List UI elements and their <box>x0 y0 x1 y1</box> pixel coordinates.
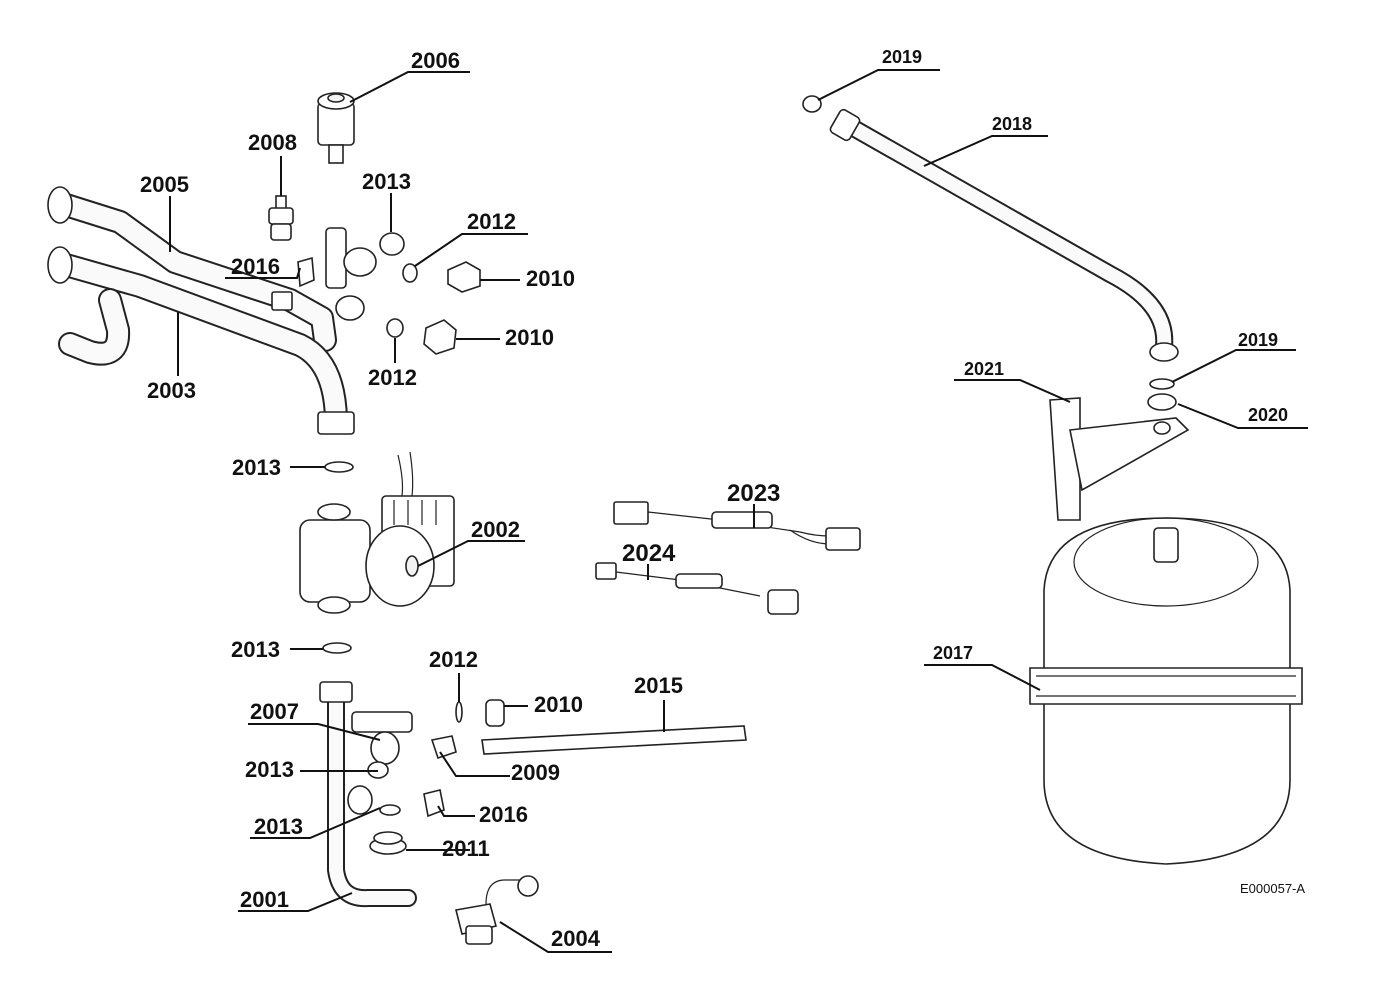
seal-ring <box>1149 378 1175 390</box>
part-labels: 2006 2008 2013 2005 2012 2016 2010 2010 … <box>140 47 1288 951</box>
seal-ring <box>402 263 418 283</box>
clip-part <box>297 256 315 288</box>
part-label-2002: 2002 <box>471 517 520 542</box>
part-label-2010: 2010 <box>505 325 554 350</box>
part-label-2021: 2021 <box>964 359 1004 379</box>
part-label-2023: 2023 <box>727 480 780 507</box>
seal-ring <box>455 701 463 723</box>
drawing-reference: E000057-A <box>1240 881 1305 896</box>
part-label-2012: 2012 <box>429 647 478 672</box>
part-label-2012: 2012 <box>467 209 516 234</box>
part-label-2013: 2013 <box>254 814 303 839</box>
part-label-2015: 2015 <box>634 673 683 698</box>
temperature-sensor-part <box>455 875 539 945</box>
part-label-2013: 2013 <box>245 757 294 782</box>
part-label-2011: 2011 <box>442 836 490 861</box>
part-label-2013: 2013 <box>232 455 281 480</box>
pipe-assembly-upper <box>47 186 377 435</box>
part-label-2017: 2017 <box>933 643 973 663</box>
part-label-2019: 2019 <box>882 47 922 67</box>
part-label-2006: 2006 <box>411 48 460 73</box>
part-label-2010: 2010 <box>526 266 575 291</box>
part-label-2005: 2005 <box>140 172 189 197</box>
circulation-pump-part <box>299 451 455 614</box>
cap-part <box>369 831 407 855</box>
part-label-2024: 2024 <box>622 540 676 567</box>
bracket-part <box>1049 393 1190 521</box>
part-label-2003: 2003 <box>147 378 196 403</box>
seal-ring <box>386 318 404 338</box>
part-label-2019: 2019 <box>1238 330 1278 350</box>
fitting-part <box>430 735 457 760</box>
seal-ring <box>324 461 354 473</box>
part-label-2020: 2020 <box>1248 405 1288 425</box>
seal-ring <box>379 232 405 256</box>
part-label-2013: 2013 <box>231 637 280 662</box>
label-underlines <box>238 69 1308 953</box>
seal-ring <box>802 95 822 113</box>
part-label-2012: 2012 <box>368 365 417 390</box>
part-label-2004: 2004 <box>551 926 601 951</box>
cap-part <box>423 261 505 727</box>
air-vent-part <box>317 92 355 164</box>
part-label-2016: 2016 <box>479 802 528 827</box>
expansion-vessel-part <box>1029 517 1303 865</box>
part-label-2013: 2013 <box>362 169 411 194</box>
part-label-2001: 2001 <box>240 887 289 912</box>
seal-ring <box>322 642 352 654</box>
part-label-2007: 2007 <box>250 699 299 724</box>
part-label-2016: 2016 <box>231 254 280 279</box>
part-label-2009: 2009 <box>511 760 560 785</box>
part-label-2008: 2008 <box>248 130 297 155</box>
flexible-hose-part <box>829 108 1179 362</box>
part-label-2010: 2010 <box>534 692 583 717</box>
tube-part <box>481 725 747 755</box>
cable-harness-part <box>613 501 861 551</box>
pressure-sensor-part <box>268 195 294 241</box>
pipe-assembly-lower <box>319 681 417 908</box>
cable-harness-part <box>595 562 799 615</box>
part-label-2018: 2018 <box>992 114 1032 134</box>
